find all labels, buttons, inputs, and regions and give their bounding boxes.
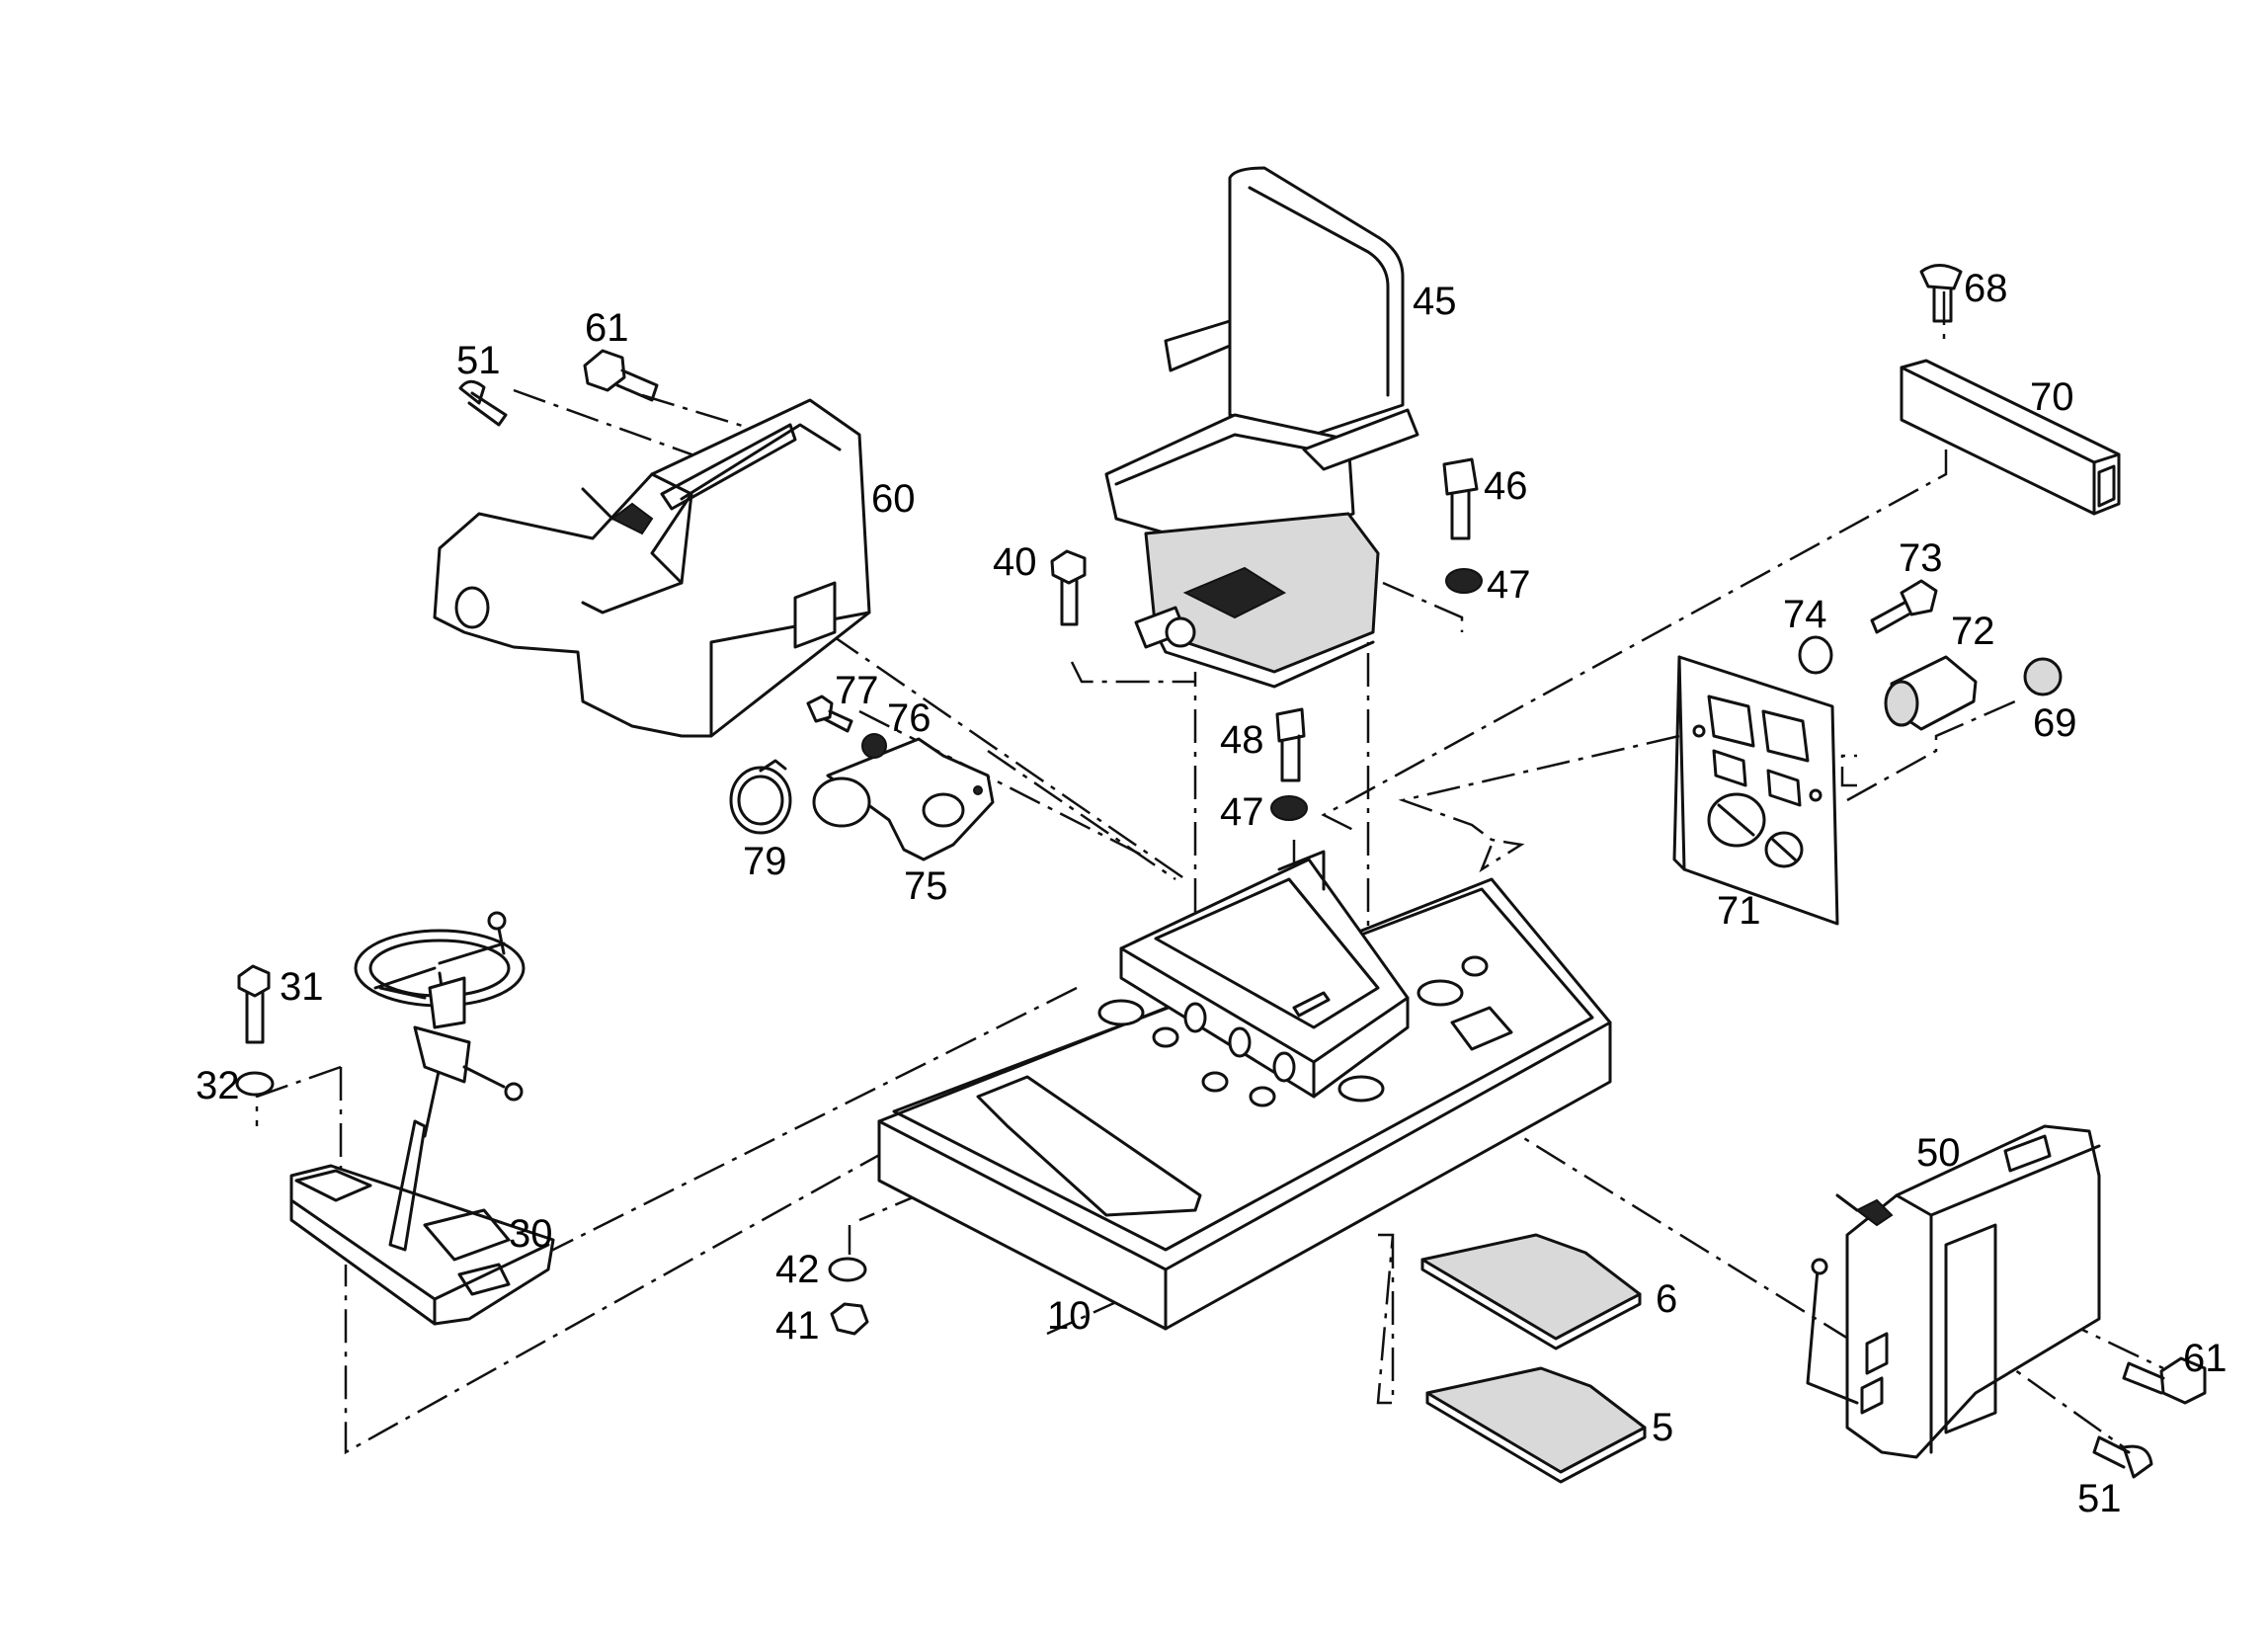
label-part-32: 32	[196, 1064, 240, 1107]
cap-part-69	[2023, 657, 2063, 696]
label-part-71: 71	[1717, 889, 1761, 933]
left-console-part-60	[433, 398, 871, 738]
label-part-31: 31	[280, 965, 324, 1009]
label-part-45: 45	[1413, 280, 1457, 323]
part-number-labels: 5 6 10 30 31 32 40 41 42 45 46 47 48 47 …	[196, 267, 2228, 1520]
washer-part-47-lower	[1270, 795, 1308, 821]
label-part-61-lower: 61	[2183, 1337, 2228, 1380]
label-part-75: 75	[904, 864, 948, 908]
hose-clamp-part-79	[729, 759, 792, 835]
washer-part-74	[1798, 635, 1833, 675]
bolt-part-77	[806, 695, 853, 733]
steering-column-part-30	[289, 911, 555, 1326]
label-part-74: 74	[1783, 593, 1827, 636]
label-part-76: 76	[887, 696, 932, 740]
seat-pedestal-box	[1119, 850, 1410, 1099]
label-part-69: 69	[2033, 701, 2077, 745]
label-part-77: 77	[835, 669, 879, 712]
switch-part-72	[1884, 655, 1978, 731]
bolt-part-61-top	[583, 349, 659, 402]
label-part-48: 48	[1220, 718, 1264, 762]
duct-elbow-part-75	[812, 737, 995, 861]
label-part-41: 41	[775, 1304, 820, 1348]
label-part-68: 68	[1964, 267, 2008, 310]
label-part-46: 46	[1484, 464, 1528, 508]
label-part-42: 42	[775, 1248, 820, 1291]
label-part-30: 30	[509, 1212, 553, 1256]
label-part-10: 10	[1047, 1294, 1092, 1338]
label-part-6: 6	[1656, 1277, 1677, 1321]
label-part-79: 79	[743, 840, 787, 883]
nut-part-41	[830, 1302, 869, 1336]
washer-part-32	[235, 1071, 275, 1097]
label-part-5: 5	[1652, 1406, 1673, 1449]
label-part-47-lower: 47	[1220, 790, 1264, 834]
bolt-part-48	[1275, 707, 1306, 782]
screw-part-51-top	[458, 379, 508, 427]
label-part-51-lower: 51	[2077, 1477, 2122, 1520]
label-part-47-top: 47	[1487, 563, 1531, 607]
operator-seat-part-45	[1104, 166, 1419, 689]
screw-part-51-lower	[2092, 1435, 2153, 1479]
label-part-61-top: 61	[585, 306, 629, 350]
fasteners	[235, 264, 2207, 1479]
washer-part-47-top	[1445, 568, 1483, 594]
label-part-73: 73	[1899, 536, 1943, 580]
label-part-70: 70	[2030, 375, 2074, 419]
right-console-part-50	[1806, 1124, 2101, 1459]
label-part-50: 50	[1916, 1131, 1961, 1175]
bolt-part-61-lower	[2122, 1356, 2207, 1405]
label-part-51-top: 51	[456, 339, 501, 382]
square-tube-part-70	[1900, 359, 2121, 516]
washer-part-76	[861, 733, 887, 759]
label-part-40: 40	[993, 540, 1037, 584]
floor-mats-parts-5-6	[1420, 1233, 1647, 1484]
bolt-part-40	[1050, 549, 1087, 626]
label-part-72: 72	[1951, 610, 1995, 653]
screw-part-73	[1870, 579, 1938, 634]
switch-panel-part-71	[1672, 655, 1839, 926]
washer-part-42	[828, 1257, 867, 1282]
bolt-part-31	[237, 964, 271, 1044]
bolt-part-46	[1442, 457, 1479, 540]
label-part-60: 60	[871, 477, 916, 521]
screw-part-68	[1919, 264, 1963, 323]
floor-plate-part-10	[877, 877, 1612, 1331]
